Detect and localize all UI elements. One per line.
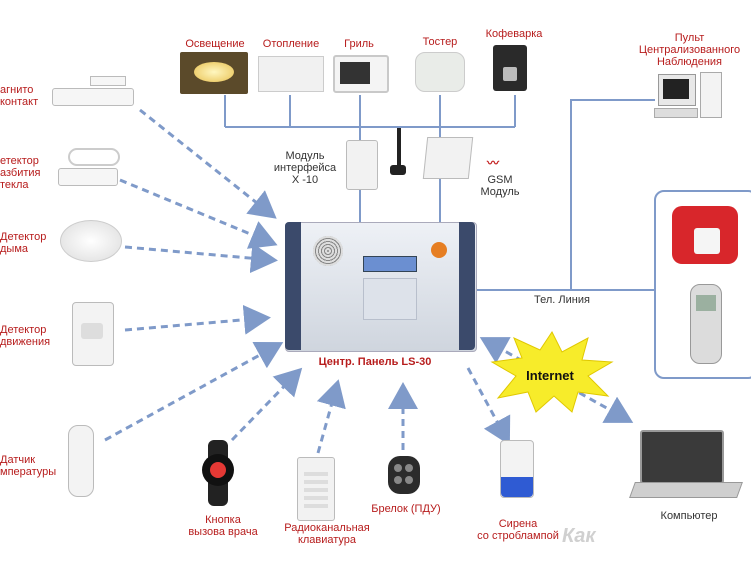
magnetic-contact-magnet bbox=[90, 76, 126, 86]
magnetic-contact-image bbox=[52, 88, 134, 106]
label-smoke: Детектор дыма bbox=[0, 231, 47, 255]
lighting-image bbox=[180, 52, 248, 94]
coffee-maker-image bbox=[493, 45, 527, 91]
gsm-module-image bbox=[422, 137, 474, 179]
siren-image bbox=[500, 440, 534, 498]
label-radio-keypad: Радиоканальная клавиатура bbox=[284, 522, 370, 546]
mobile-phone-image bbox=[690, 284, 722, 364]
grill-image bbox=[333, 55, 389, 93]
gsm-antenna bbox=[397, 128, 401, 168]
label-temperature: Датчик мпературы bbox=[0, 454, 57, 478]
label-tel-line: Тел. Линия bbox=[534, 294, 590, 306]
telephone-image bbox=[672, 206, 738, 264]
label-x10-module: Модуль интерфейса X -10 bbox=[273, 150, 337, 186]
toaster-image bbox=[415, 52, 465, 92]
phone-box bbox=[654, 190, 751, 379]
label-siren: Сирена со строблампой bbox=[477, 518, 559, 542]
heater-image bbox=[258, 56, 324, 92]
glass-break-cable bbox=[68, 148, 120, 166]
label-central-panel: Центр. Панель LS-30 bbox=[318, 356, 432, 368]
label-internet: Internet bbox=[526, 368, 574, 383]
label-lighting: Освещение bbox=[185, 38, 245, 50]
label-computer: Компьютер bbox=[660, 510, 718, 522]
label-magnetic-contact: агнито контакт bbox=[0, 84, 39, 108]
temperature-sensor-image bbox=[68, 425, 94, 497]
label-gsm: GSM Модуль bbox=[480, 174, 520, 198]
label-keyfob: Брелок (ПДУ) bbox=[371, 503, 441, 515]
glass-break-image bbox=[58, 168, 118, 186]
label-panic-button: Кнопка вызова врача bbox=[188, 514, 258, 538]
smoke-detector-image bbox=[60, 220, 122, 262]
label-toaster: Тостер bbox=[422, 36, 458, 48]
label-coffee: Кофеварка bbox=[485, 28, 543, 40]
panic-button-image bbox=[200, 440, 236, 506]
monitoring-station-image bbox=[652, 72, 724, 120]
motion-detector-image bbox=[72, 302, 114, 366]
sensor-arrows bbox=[104, 108, 634, 454]
label-grill: Гриль bbox=[344, 38, 374, 50]
internet-burst bbox=[490, 331, 614, 413]
gsm-antenna-base bbox=[390, 165, 406, 175]
laptop-image bbox=[629, 430, 743, 502]
x10-module-image bbox=[346, 140, 378, 190]
watermark: Как bbox=[562, 525, 596, 547]
label-glass-break: етектор азбития текла bbox=[0, 155, 41, 191]
keyfob-image bbox=[388, 456, 420, 494]
label-motion: Детектор движения bbox=[0, 324, 51, 348]
central-panel-image bbox=[285, 222, 477, 352]
label-central-monitoring: Пульт Централизованного Наблюдения bbox=[638, 32, 741, 68]
tel-line bbox=[475, 99, 655, 291]
label-heating: Отопление bbox=[262, 38, 320, 50]
radio-keypad-image bbox=[297, 457, 335, 521]
gsm-signal-icon: 〰 bbox=[487, 156, 500, 170]
